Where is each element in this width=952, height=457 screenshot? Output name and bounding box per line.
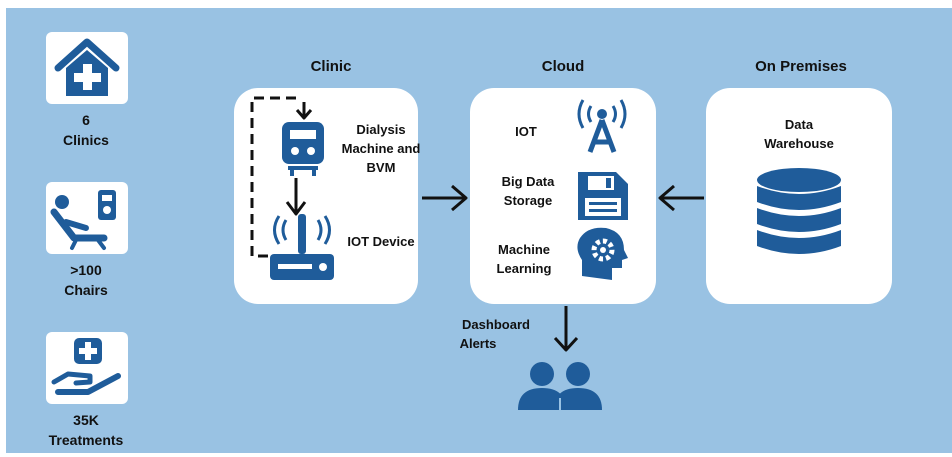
chairs-count: >100 bbox=[70, 262, 102, 278]
treatments-label: Treatments bbox=[48, 432, 124, 448]
database-icon bbox=[757, 168, 841, 254]
machine-learning-line1: Machine bbox=[497, 242, 550, 257]
chairs-tile bbox=[46, 182, 128, 254]
antenna-icon bbox=[577, 99, 627, 153]
dialysis-chair-icon bbox=[50, 190, 116, 250]
head-gear-icon bbox=[577, 227, 628, 280]
dashboard-label: Dashboard bbox=[462, 317, 530, 332]
dialysis-machine-line2: Machine and bbox=[341, 141, 421, 156]
machine-learning-line2: Learning bbox=[496, 261, 552, 276]
hand-medical-icon bbox=[51, 338, 121, 395]
iot-label: IOT bbox=[515, 124, 537, 139]
clinics-count: 6 bbox=[82, 112, 90, 128]
cloud-header: Cloud bbox=[541, 58, 585, 75]
clinic-card-graphics bbox=[250, 96, 334, 280]
dialysis-machine-line1: Dialysis bbox=[356, 122, 406, 137]
floppy-disk-storage-icon bbox=[578, 172, 628, 220]
treatments-tile bbox=[46, 332, 128, 404]
arrow-premises-to-cloud bbox=[658, 184, 704, 212]
alerts-label: Alerts bbox=[459, 336, 497, 351]
dialysis-machine-line3: BVM bbox=[366, 160, 396, 175]
clinic-header: Clinic bbox=[310, 58, 352, 75]
on-premises-header: On Premises bbox=[755, 58, 847, 75]
clinic-house-plus-icon bbox=[54, 38, 120, 96]
clinics-label: Clinics bbox=[63, 132, 109, 148]
data-warehouse-line2: Warehouse bbox=[764, 136, 834, 151]
dialysis-machine-icon bbox=[282, 122, 324, 176]
treatments-count: 35K bbox=[73, 412, 99, 428]
users-icon bbox=[518, 362, 602, 410]
big-data-storage-line2: Storage bbox=[503, 193, 553, 208]
cloud-card-icons bbox=[577, 99, 628, 280]
arrow-clinic-to-cloud bbox=[422, 184, 468, 212]
clinics-tile bbox=[46, 32, 128, 104]
chairs-label: Chairs bbox=[64, 282, 108, 298]
data-warehouse-line1: Data bbox=[784, 117, 814, 132]
iot-device-label: IOT Device bbox=[347, 234, 415, 249]
big-data-storage-line1: Big Data bbox=[501, 174, 555, 189]
arrow-cloud-to-users bbox=[553, 306, 579, 352]
iot-device-icon bbox=[270, 214, 334, 280]
